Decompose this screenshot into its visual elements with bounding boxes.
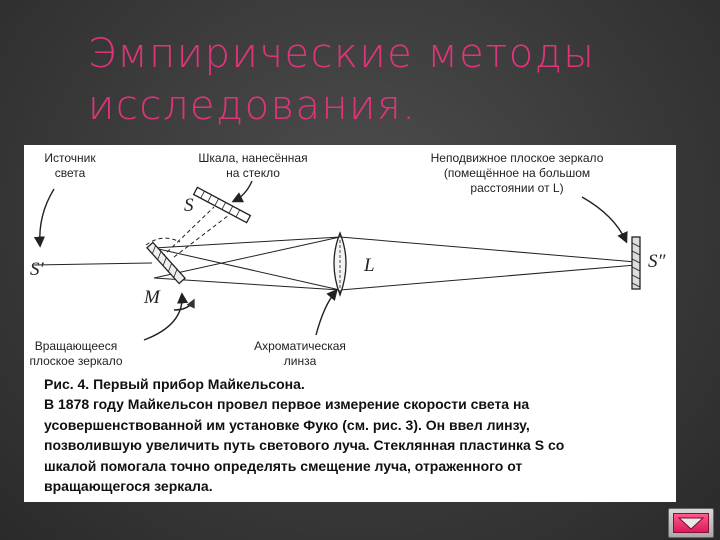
fixed-plane-mirror bbox=[631, 236, 641, 290]
rotating-mirror bbox=[146, 241, 186, 285]
pointer-arrows bbox=[33, 180, 628, 341]
slide-title: Эмпирические методы исследования. bbox=[88, 28, 688, 132]
caption-line-2: В 1878 году Майкельсон провел первое изм… bbox=[44, 396, 530, 413]
caption-line-3: усовершенствованной им установке Фуко (с… bbox=[44, 416, 530, 433]
glass-scale-plate bbox=[192, 186, 252, 224]
fixed-mirror-label-3: расстоянии от L) bbox=[470, 181, 563, 195]
rotating-mirror-label-2: плоское зеркало bbox=[29, 354, 122, 368]
slide-title-line-1: Эмпирические методы bbox=[88, 31, 596, 77]
symbol-l: L bbox=[363, 255, 375, 276]
symbol-s-prime: S′ bbox=[30, 259, 45, 280]
slide-title-line-2: исследования. bbox=[88, 83, 417, 129]
rotating-mirror-label-1: Вращающееся bbox=[35, 339, 117, 353]
figure-caption: Рис. 4. Первый прибор Майкельсона. В 187… bbox=[44, 374, 664, 496]
next-slide-icon bbox=[673, 513, 709, 533]
scale-ray-lines bbox=[145, 206, 230, 258]
scale-label-2: на стекло bbox=[226, 166, 280, 180]
caption-line-5: шкалой помогала точно определять смещени… bbox=[44, 457, 523, 474]
next-slide-icon-graphic bbox=[677, 517, 705, 530]
light-rays bbox=[33, 236, 637, 291]
caption-line-4: позволившую увеличить путь светового луч… bbox=[44, 437, 565, 454]
source-label-2: света bbox=[55, 166, 86, 180]
symbol-m: M bbox=[143, 287, 161, 308]
next-slide-button[interactable] bbox=[668, 508, 714, 538]
scale-label-1: Шкала, нанесённая bbox=[198, 151, 307, 165]
achromatic-lens bbox=[333, 231, 347, 297]
lens-label-1: Ахроматическая bbox=[254, 339, 346, 353]
symbol-s-double-prime: S″ bbox=[648, 251, 667, 272]
caption-line-6: вращающегося зеркала. bbox=[44, 478, 213, 495]
source-label-1: Источник bbox=[44, 151, 96, 165]
caption-line-1: Рис. 4. Первый прибор Майкельсона. bbox=[44, 376, 305, 392]
rotation-arrow-icon bbox=[173, 298, 195, 311]
fixed-mirror-label-2: (помещённое на большом bbox=[444, 166, 590, 180]
michelson-apparatus-diagram: Источник света Шкала, нанесённая на стек… bbox=[29, 151, 667, 368]
symbol-s: S bbox=[184, 195, 194, 216]
fixed-mirror-label-1: Неподвижное плоское зеркало bbox=[431, 151, 604, 165]
michelson-figure-panel: Источник света Шкала, нанесённая на стек… bbox=[24, 145, 676, 502]
lens-label-2: линза bbox=[284, 354, 317, 368]
